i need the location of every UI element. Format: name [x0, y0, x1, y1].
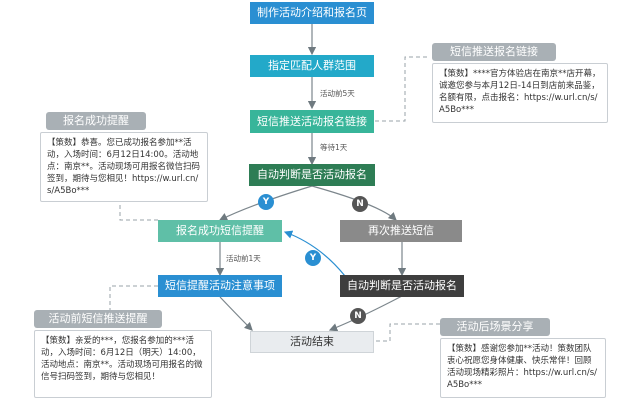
node-target-crowd-label: 指定匹配人群范围 [268, 59, 356, 72]
badge-yes-2: Y [305, 250, 321, 266]
node-judge-signup-2-label: 自动判断是否活动报名 [347, 279, 457, 292]
edge-judge2-yes [283, 230, 346, 277]
node-sms-link-label: 短信推送活动报名链接 [257, 114, 367, 128]
panel-signup-success-body: 【策数】恭喜。您已成功报名参加**活动，入场时间：6月12日14:00。活动地点… [40, 132, 208, 202]
node-signup-sms-label: 报名成功短信提醒 [176, 224, 264, 237]
dash-signup-panel [119, 204, 158, 221]
node-signup-sms: 报名成功短信提醒 [158, 220, 282, 242]
badge-no-2: N [350, 308, 366, 324]
node-sms-link: 短信推送活动报名链接 [250, 110, 374, 133]
dash-smslink-panel [375, 56, 430, 122]
panel-pre-activity-body: 【策数】亲爱的***，您报名参加的***活动，入场时间：6月12日（明天）14:… [34, 330, 212, 398]
panel-sms-link-title: 短信推送报名链接 [432, 43, 556, 61]
panel-post-activity-body: 【策数】感谢您参加**活动！策数团队衷心祝愿您身体健康、快乐常伴！回顾活动现场精… [440, 338, 606, 398]
node-resend-sms: 再次推送短信 [340, 220, 462, 242]
node-intro-page: 制作活动介绍和报名页 [250, 2, 374, 24]
edge-judge2-no [328, 295, 403, 332]
node-judge-signup-label: 自动判断是否活动报名 [257, 168, 367, 181]
badge-yes: Y [258, 194, 274, 210]
badge-no: N [352, 196, 368, 212]
note-before-5-days: 活动前5天 [318, 89, 357, 99]
node-sms-notice: 短信提醒活动注意事项 [158, 275, 282, 297]
node-judge-signup: 自动判断是否活动报名 [249, 164, 375, 186]
node-judge-signup-2: 自动判断是否活动报名 [340, 275, 464, 297]
note-wait-1-day: 等待1天 [318, 143, 350, 153]
panel-signup-success-title: 报名成功提醒 [46, 112, 146, 130]
node-intro-page-label: 制作活动介绍和报名页 [257, 6, 367, 19]
edge-notice-to-end [219, 296, 253, 331]
panel-sms-link-body: 【策数】****官方体验店在南京**店开幕，诚邀您参与本月12日-14日到店前来… [432, 63, 608, 123]
node-sms-notice-label: 短信提醒活动注意事项 [165, 279, 275, 292]
panel-pre-activity-title: 活动前短信推送提醒 [34, 310, 162, 328]
node-resend-sms-label: 再次推送短信 [368, 224, 434, 237]
panel-post-activity-title: 活动后场景分享 [440, 318, 550, 336]
node-activity-end: 活动结束 [250, 331, 374, 353]
node-target-crowd: 指定匹配人群范围 [250, 55, 374, 77]
node-activity-end-label: 活动结束 [290, 335, 334, 348]
note-before-1-day: 活动前1天 [224, 254, 263, 264]
